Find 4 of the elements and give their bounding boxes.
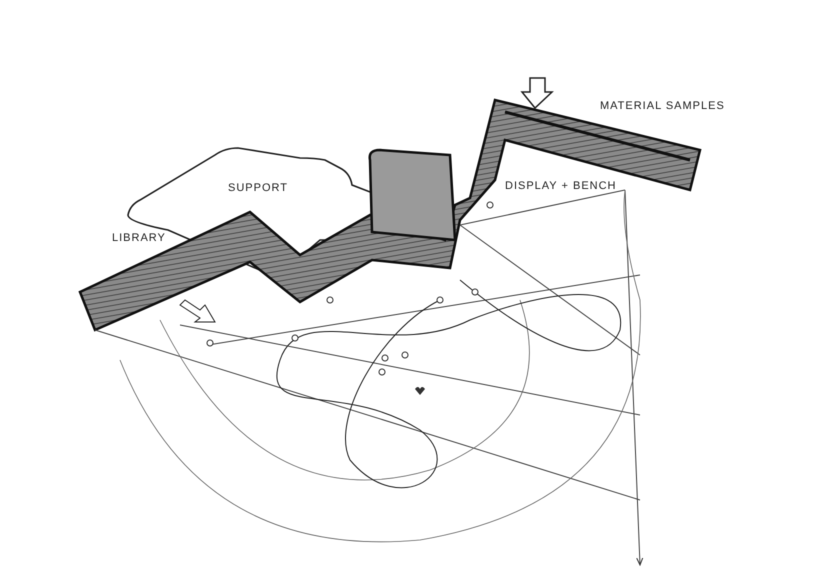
support-zone-label: SUPPORT [228,182,288,194]
zone-label: MATERIAL SAMPLES [600,100,725,112]
zone-label: LIBRARY [112,232,166,244]
zone-label: DISPLAY + BENCH [505,180,616,192]
